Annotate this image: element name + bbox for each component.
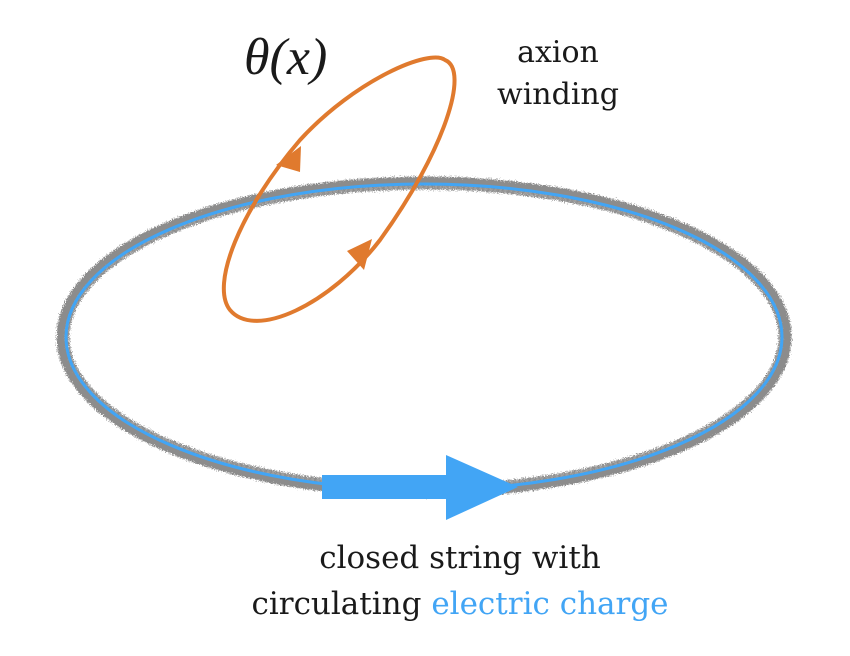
arrowhead-up-right-icon — [347, 239, 372, 270]
axion-winding-label: axion winding — [488, 32, 628, 116]
right-arrow-icon — [322, 455, 518, 520]
caption-electric-charge-highlight: electric charge — [431, 586, 669, 622]
axion-label-line2: winding — [497, 77, 619, 112]
caption-line1: closed string with — [319, 540, 601, 576]
axion-winding-loop — [221, 55, 457, 323]
caption-line2: circulating electric charge — [180, 581, 740, 627]
axion-label-line1: axion — [517, 35, 599, 70]
diagram-caption: closed string with circulating electric … — [180, 535, 740, 627]
theta-function-label: θ(x) — [244, 29, 328, 86]
arrowhead-left-icon — [276, 146, 301, 172]
caption-line2-plain: circulating — [251, 586, 432, 622]
